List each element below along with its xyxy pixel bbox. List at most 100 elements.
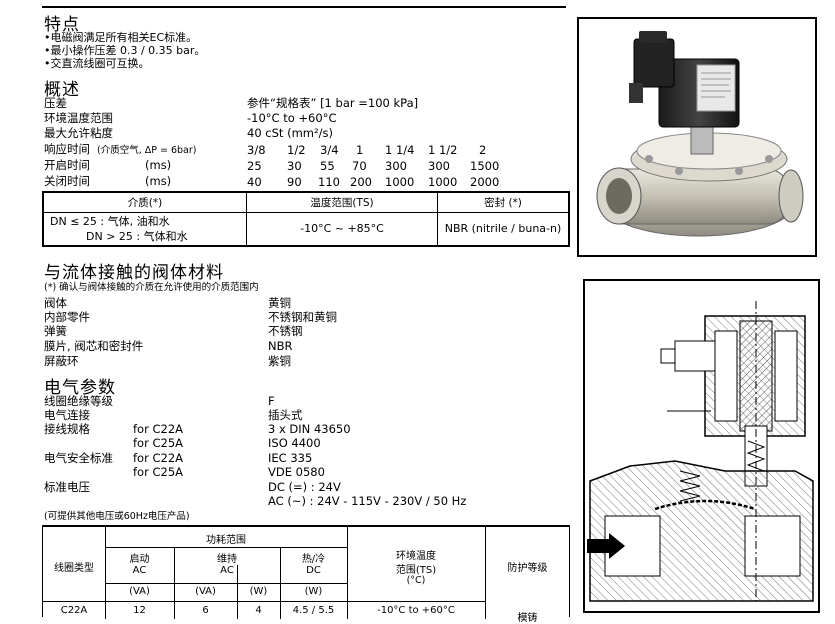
open-time-cell: 300 [385,159,407,173]
wiring-label: 接线规格 [44,422,90,436]
close-time-cell: 2000 [470,175,500,189]
power-range-header: 功耗范围 [206,535,246,546]
safety-c22a-value: IEC 335 [268,451,313,465]
size-cell: 2 [479,143,487,157]
wiring-c25a: for C25A [133,436,183,450]
safety-c25a: for C25A [133,465,183,479]
row-hotcold: 4.5 / 5.5 [292,605,335,616]
size-cell: 1 1/4 [385,143,415,157]
unit-cell: (W) [304,586,323,597]
holding-header: 维持 [217,554,237,565]
size-cell: 3/8 [247,143,266,157]
media-line-1: DN ≤ 25 : 气体, 油和水 [50,214,170,228]
material-label: 屏蔽环 [44,354,79,368]
open-time-label: 开启时间 [44,158,90,172]
inrush-header: 启动 [129,554,150,565]
size-cell: 3/4 [320,143,339,157]
insulation-value: F [268,394,275,408]
material-value: 不锈钢 [268,324,303,338]
safety-label: 电气安全标准 [44,451,113,465]
hotcold-header: 热/冷 [301,554,326,565]
materials-note: (*) 确认与阀体接触的介质在允许使用的介质范围内 [44,282,259,293]
pressure-label: 压差 [44,96,67,110]
response-note: (介质空气, ΔP = 6bar) [97,145,197,156]
feature-bullet: •电磁阀满足所有相关EC标准。 [44,31,198,44]
size-cell: 1 1/2 [428,143,458,157]
electrical-title: 电气参数 [44,378,116,398]
inrush-sub: AC [132,565,147,576]
size-cell: 1/2 [287,143,306,157]
wiring-c25a-value: ISO 4400 [268,436,321,450]
materials-title: 与流体接触的阀体材料 [44,263,224,283]
top-rule [42,6,566,8]
open-time-cell: 300 [428,159,450,173]
unit-cell: (W) [249,586,268,597]
row-coil-type: C22A [60,605,88,616]
open-time-unit: (ms) [145,158,172,172]
features-title: 特点 [44,15,80,35]
material-value: 不锈钢和黄铜 [268,310,337,324]
close-time-label: 关闭时间 [44,174,90,188]
viscosity-label: 最大允许粘度 [44,126,113,140]
connection-label: 电气连接 [44,408,90,422]
material-label: 内部零件 [44,310,90,324]
holding-sub: AC [220,565,234,576]
row-holding-va: 6 [202,605,209,616]
material-value: 紫铜 [268,354,291,368]
safety-c25a-value: VDE 0580 [268,465,325,479]
media-cell: DN ≤ 25 : 气体, 油和水 DN > 25 : 气体和水 [43,212,247,246]
open-time-cell: 70 [352,159,367,173]
ambient-value: -10°C to +60°C [247,111,337,125]
material-label: 弹簧 [44,324,67,338]
media-table: 介质(*) 温度范围(TS) 密封 (*) DN ≤ 25 : 气体, 油和水 … [42,191,570,247]
ambient-header-2: 范围(TS) [395,565,437,576]
close-time-cell: 90 [287,175,302,189]
ambient-header-3: (°C) [406,575,426,586]
pressure-value: 参件“规格表” [1 bar =100 kPa] [247,96,419,110]
wiring-c22a: for C22A [133,422,183,436]
material-value: 黄铜 [268,296,291,310]
viscosity-value: 40 cSt (mm²/s) [247,126,333,140]
other-voltage-note: (可提供其他电压或60Hz电压产品) [44,511,190,522]
unit-cell: (VA) [195,586,216,597]
row-temp: -10°C to +60°C [377,605,455,616]
size-cell: 1 [356,143,364,157]
voltage-ac: AC (~) : 24V - 115V - 230V / 50 Hz [268,494,467,508]
media-header: 介质(*) [43,192,247,213]
feature-bullet: •交直流线圈可互换。 [44,57,150,70]
valve-cross-section [583,279,820,613]
ambient-label: 环境温度范围 [44,111,113,125]
wiring-c22a-value: 3 x DIN 43650 [268,422,351,436]
open-time-cell: 55 [320,159,335,173]
seal-header: 密封 (*) [437,192,569,213]
hotcold-sub: DC [306,565,321,576]
valve-photo [577,17,817,257]
overview-title: 概述 [44,80,80,100]
close-time-cell: 110 [318,175,340,189]
close-time-cell: 1000 [385,175,415,189]
open-time-cell: 30 [287,159,302,173]
insulation-label: 线圈绝缘等级 [44,394,113,408]
ambient-header: 环境温度 [396,551,436,562]
open-time-cell: 25 [247,159,262,173]
row-inrush: 12 [133,605,146,616]
close-time-unit: (ms) [145,174,172,188]
material-value: NBR [268,339,293,353]
solenoid-valve-illustration [596,31,804,237]
temp-header: 温度范围(TS) [246,192,438,213]
cross-section-drawing [587,301,814,602]
feature-bullet: •最小操作压差 0.3 / 0.35 bar。 [44,44,206,57]
safety-c22a: for C22A [133,451,183,465]
material-label: 膜片, 阀芯和密封件 [44,339,144,353]
response-label: 响应时间 [44,142,90,156]
row-holding-w: 4 [255,605,262,616]
unit-cell: (VA) [129,586,150,597]
close-time-cell: 200 [350,175,372,189]
voltage-dc: DC (=) : 24V [268,480,341,494]
temp-cell: -10°C ~ +85°C [246,212,438,246]
protection-header: 防护等级 [507,563,548,574]
seal-cell: NBR (nitrile / buna-n) [444,222,562,236]
connection-value: 插头式 [268,408,303,422]
voltage-label: 标准电压 [44,480,90,494]
material-label: 阀体 [44,296,67,310]
